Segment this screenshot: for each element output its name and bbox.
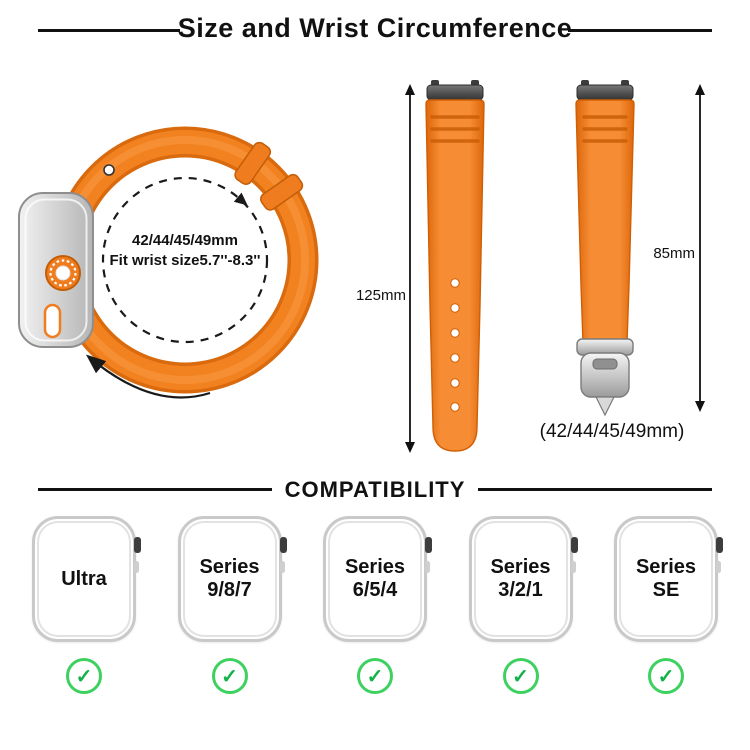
dimension-line-85 bbox=[695, 84, 705, 412]
check-icon: ✓ bbox=[502, 658, 539, 694]
model-series-654: Series 6/5/4 ✓ bbox=[309, 516, 441, 694]
button-icon bbox=[425, 561, 430, 573]
watch-outline-icon: Series 9/8/7 bbox=[177, 516, 287, 642]
model-series-se: Series SE ✓ bbox=[600, 516, 732, 694]
size-note: (42/44/45/49mm) bbox=[539, 421, 685, 442]
strap-measurements-illustration bbox=[405, 80, 705, 453]
short-strap-length-label: 85mm bbox=[653, 245, 695, 262]
crown-icon bbox=[570, 537, 578, 553]
measure-circle bbox=[85, 176, 269, 399]
crown-icon bbox=[279, 537, 287, 553]
model-series-321: Series 3/2/1 ✓ bbox=[455, 516, 587, 694]
watch-outline-icon: Ultra bbox=[32, 516, 141, 642]
button-icon bbox=[716, 561, 721, 573]
dimension-line-125 bbox=[405, 84, 415, 453]
model-label: Series 3/2/1 bbox=[490, 556, 551, 601]
band-keepers bbox=[234, 141, 304, 211]
model-label: Ultra bbox=[61, 567, 107, 590]
watch-outline-icon: Series SE bbox=[614, 516, 723, 642]
check-icon: ✓ bbox=[66, 658, 102, 694]
model-label: Series 6/5/4 bbox=[344, 556, 406, 601]
check-icon: ✓ bbox=[211, 658, 248, 694]
header-rule-left bbox=[38, 29, 180, 32]
band-hole-marker bbox=[103, 164, 115, 176]
compat-rule-left bbox=[38, 488, 272, 491]
short-strap bbox=[575, 80, 635, 417]
crown-icon bbox=[425, 537, 432, 553]
watch-outline-icon: Series 3/2/1 bbox=[468, 516, 578, 642]
check-icon: ✓ bbox=[648, 658, 684, 694]
model-ultra: Ultra ✓ bbox=[18, 516, 150, 694]
strap-holes bbox=[450, 278, 460, 412]
crown-icon bbox=[716, 537, 723, 553]
model-series-987: Series 9/8/7 ✓ bbox=[164, 516, 296, 694]
side-button-icon bbox=[43, 303, 62, 339]
button-icon bbox=[279, 561, 285, 573]
fit-size-line1: 42/44/45/49mm bbox=[132, 232, 238, 249]
long-strap bbox=[425, 80, 485, 452]
button-icon bbox=[570, 561, 576, 573]
header-rule-right bbox=[568, 29, 712, 32]
watch-case bbox=[18, 192, 94, 348]
compat-rule-right bbox=[478, 488, 712, 491]
fit-size-text: 42/44/45/49mm Fit wrist size5.7''-8.3'' bbox=[90, 231, 280, 272]
model-label: Series SE bbox=[635, 556, 697, 601]
button-icon bbox=[134, 561, 139, 573]
page-title: Size and Wrist Circumference bbox=[177, 13, 573, 43]
wrist-size-illustration bbox=[18, 126, 319, 399]
compatibility-title: COMPATIBILITY bbox=[284, 477, 466, 502]
check-icon: ✓ bbox=[357, 658, 393, 694]
crown-icon bbox=[134, 537, 141, 553]
compatibility-models: Ultra ✓ Series 9/8/7 ✓ Se bbox=[18, 516, 732, 694]
long-strap-adapter bbox=[426, 84, 484, 101]
long-strap-length-label: 125mm bbox=[355, 287, 406, 304]
rotation-arrow-icon bbox=[85, 354, 211, 399]
buckle bbox=[576, 338, 634, 417]
model-label: Series 9/8/7 bbox=[199, 556, 260, 601]
fit-size-line2: Fit wrist size5.7''-8.3'' bbox=[109, 252, 261, 270]
short-strap-adapter bbox=[576, 84, 634, 101]
watch-outline-icon: Series 6/5/4 bbox=[323, 516, 432, 642]
